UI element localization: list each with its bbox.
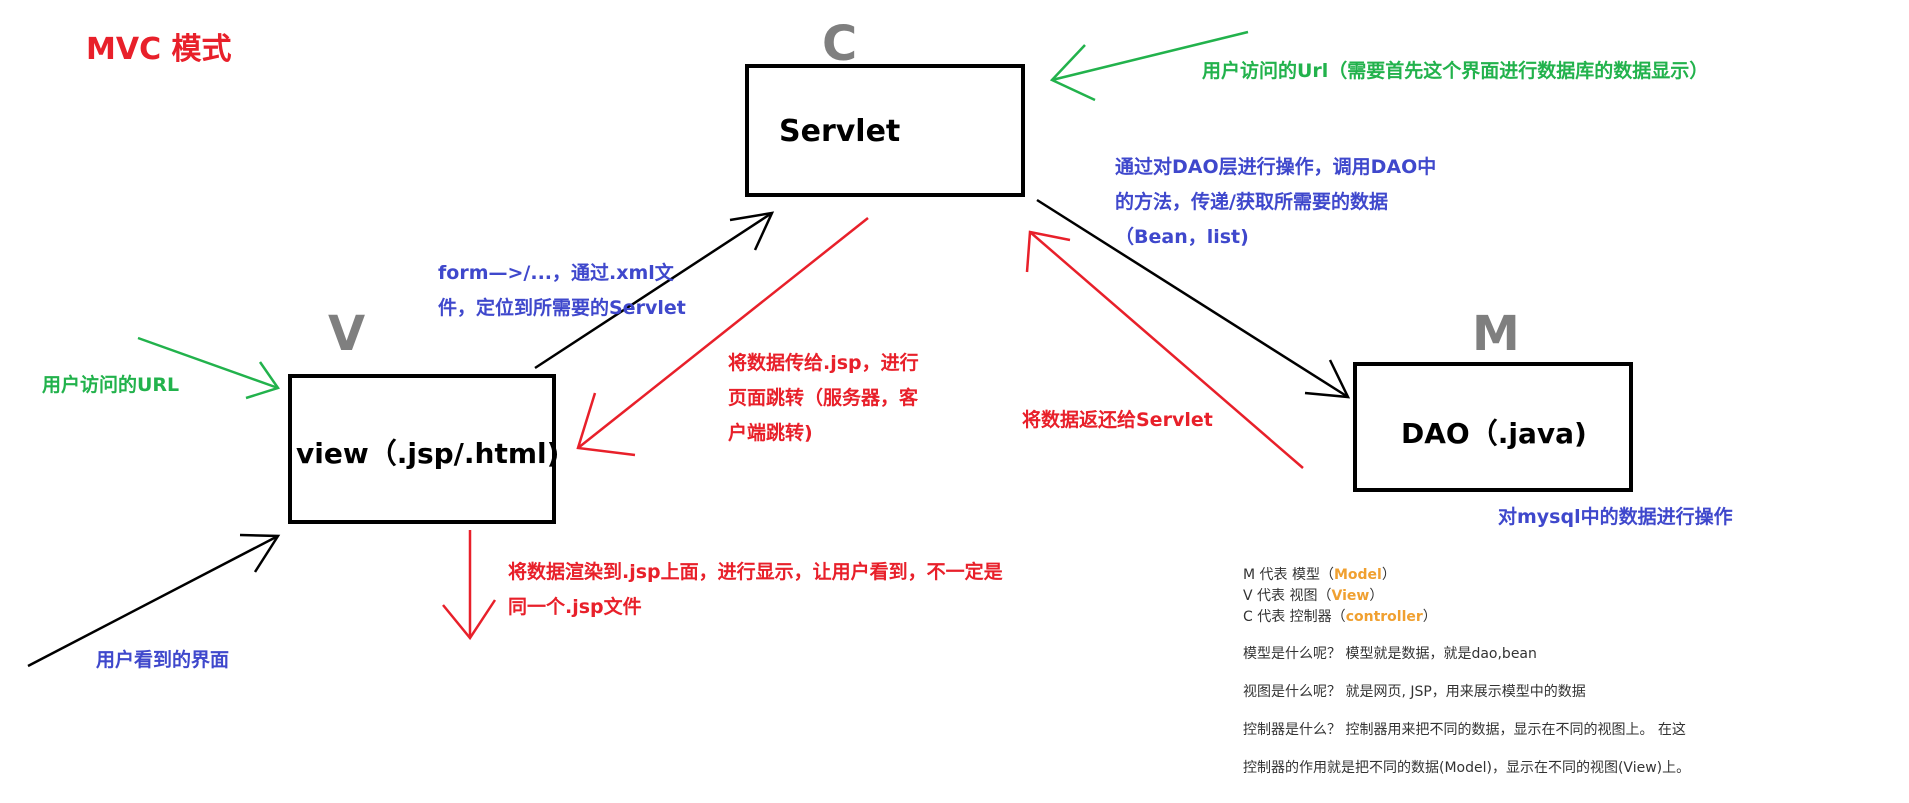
render-text: 将数据渲染到.jsp上面，进行显示，让用户看到，不一定是 同一个.jsp文件 — [508, 555, 1003, 625]
red-arrow-dao-to-servlet — [1025, 230, 1304, 469]
dao-operation-line-1: 通过对DAO层进行操作，调用DAO中 — [1115, 156, 1437, 178]
letter-m: M — [1472, 306, 1520, 362]
view-label: view（.jsp/.html) — [296, 437, 560, 470]
black-arrow-user-to-view — [27, 533, 281, 668]
dao-operation-line-3: （Bean，list) — [1115, 226, 1249, 248]
pass-data-line-3: 户端跳转) — [728, 422, 813, 444]
return-servlet-text: 将数据返还给Servlet — [1022, 409, 1213, 431]
render-line-1: 将数据渲染到.jsp上面，进行显示，让用户看到，不一定是 — [508, 561, 1003, 583]
green-arrow-to-view — [137, 336, 280, 400]
model-question: 模型是什么呢？ 模型就是数据，就是dao,bean — [1243, 646, 1537, 662]
pass-data-line-1: 将数据传给.jsp，进行 — [728, 352, 919, 374]
dao-operation-text: 通过对DAO层进行操作，调用DAO中 的方法，传递/获取所需要的数据 （Bean… — [1115, 150, 1436, 255]
view-box: view（.jsp/.html) — [288, 374, 560, 524]
render-line-2: 同一个.jsp文件 — [508, 596, 642, 618]
pass-data-text: 将数据传给.jsp，进行 页面跳转（服务器，客 户端跳转) — [728, 346, 919, 451]
legend-v: V 代表 视图（View） — [1243, 588, 1384, 604]
red-arrow-view-down — [442, 530, 497, 641]
form-text: form—>/...，通过.xml文 件，定位到所需要的Servlet — [438, 256, 686, 326]
red-arrow-servlet-to-view — [576, 217, 869, 457]
mvc-legend: M 代表 模型（Model） V 代表 视图（View） C 代表 控制器（co… — [1243, 565, 1437, 628]
dao-label: DAO（.java) — [1401, 417, 1587, 450]
legend-m: M 代表 模型（Model） — [1243, 567, 1396, 583]
black-arrow-servlet-to-dao — [1036, 198, 1351, 399]
mysql-operation-text: 对mysql中的数据进行操作 — [1498, 506, 1733, 528]
user-url-left-text: 用户访问的URL — [42, 374, 180, 396]
letter-c: C — [822, 16, 858, 72]
form-line-2: 件，定位到所需要的Servlet — [438, 297, 686, 319]
letter-v: V — [328, 306, 366, 362]
legend-c: C 代表 控制器（controller） — [1243, 609, 1437, 625]
dao-box: DAO（.java) — [1353, 362, 1633, 492]
servlet-label: Servlet — [779, 114, 901, 149]
diagram-title: MVC 模式 — [86, 32, 232, 67]
controller-role: 控制器的作用就是把不同的数据(Model)，显示在不同的视图(View)上。 — [1243, 760, 1691, 776]
user-sees-text: 用户看到的界面 — [96, 649, 230, 671]
green-arrow-to-servlet — [1049, 30, 1249, 102]
controller-question: 控制器是什么？ 控制器用来把不同的数据，显示在不同的视图上。 在这 — [1243, 722, 1686, 738]
user-url-top-text: 用户访问的Url（需要首先这个界面进行数据库的数据显示） — [1202, 60, 1709, 82]
view-question: 视图是什么呢？ 就是网页, JSP，用来展示模型中的数据 — [1243, 684, 1586, 700]
dao-operation-line-2: 的方法，传递/获取所需要的数据 — [1115, 191, 1388, 213]
form-line-1: form—>/...，通过.xml文 — [438, 262, 674, 284]
pass-data-line-2: 页面跳转（服务器，客 — [728, 387, 919, 409]
servlet-box: Servlet — [745, 64, 1025, 197]
black-arrow-view-to-servlet — [534, 211, 775, 370]
